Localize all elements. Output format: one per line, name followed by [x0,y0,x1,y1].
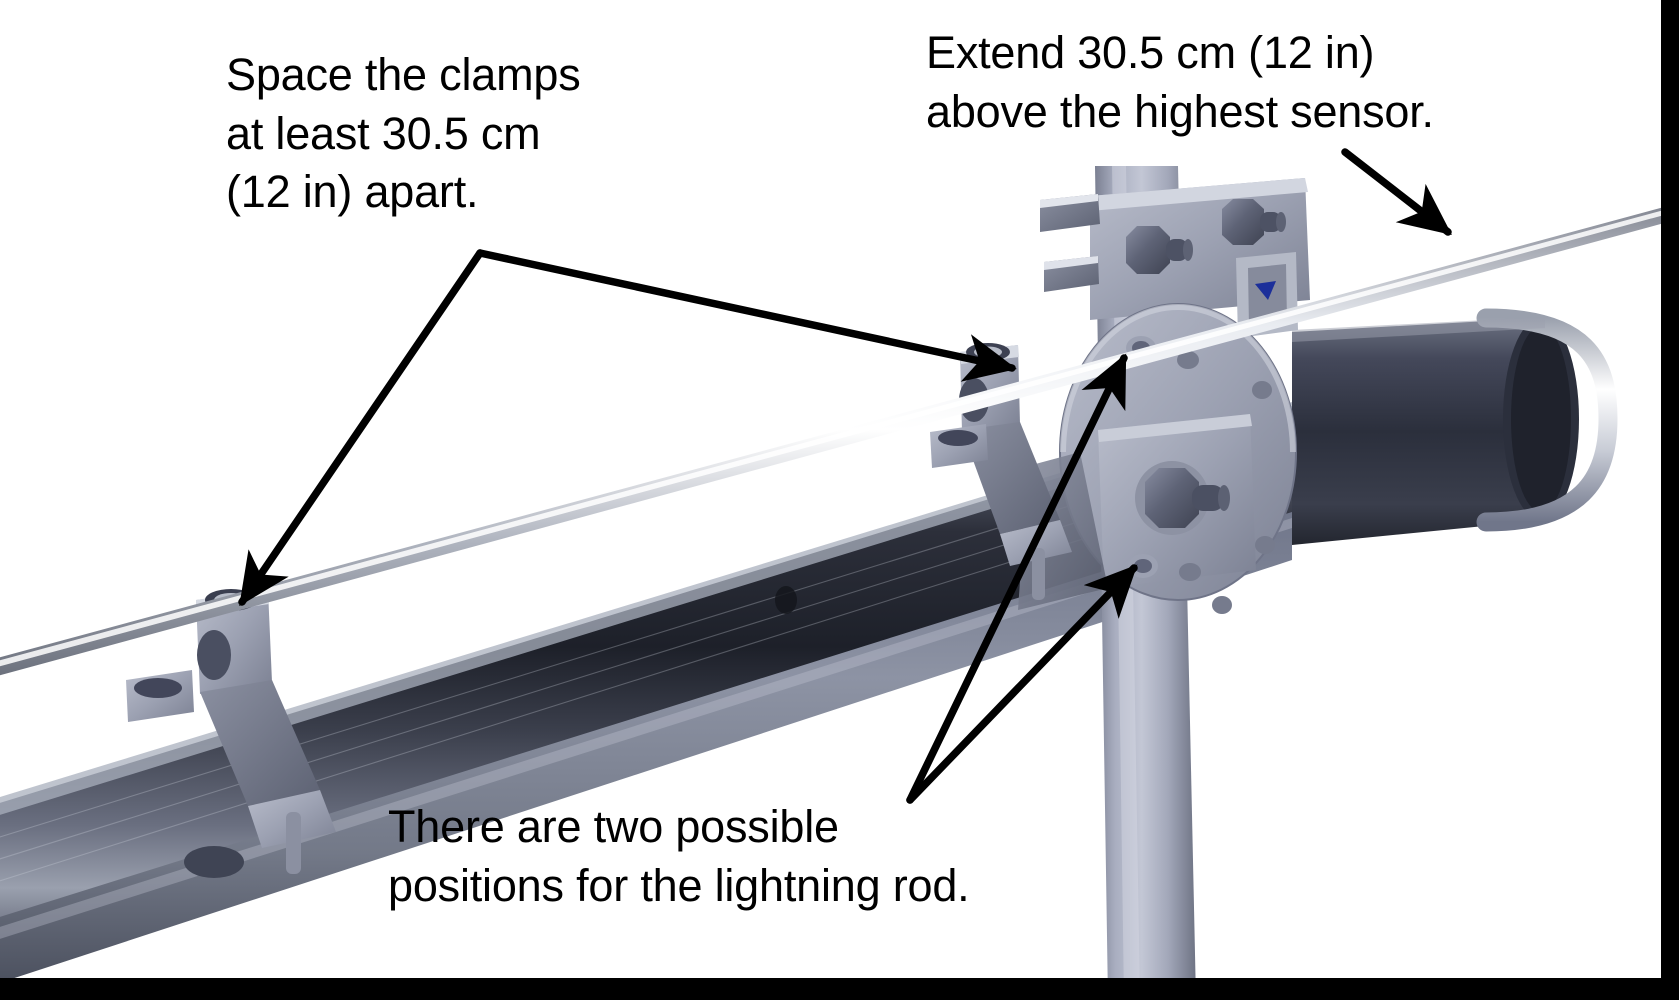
bracket-hex-bolts [1126,199,1286,274]
leader-arrow-near-clamp [238,249,484,607]
leader-arrow-far-clamp [476,249,1017,382]
border-bottom [0,978,1679,1000]
lightning-rod [0,202,1679,676]
flange-center-bolt [1135,461,1230,535]
sensor-cylinder [1292,308,1618,545]
callout-rod-extend: Extend 30.5 cm (12 in) above the highest… [926,27,1434,137]
border-right [1661,0,1679,1000]
sensor-handle [1476,308,1618,532]
callout-rod-positions: There are two possible positions for the… [388,801,970,911]
leader-arrows [238,148,1452,804]
leader-arrow-rod-tip [1341,148,1452,236]
callout-clamp-spacing: Space the clamps at least 30.5 cm (12 in… [226,49,581,217]
clamp-far [930,343,1108,610]
leader-arrow-lower-mount-position [906,564,1138,804]
leader-arrow-upper-mount-position [906,353,1128,804]
